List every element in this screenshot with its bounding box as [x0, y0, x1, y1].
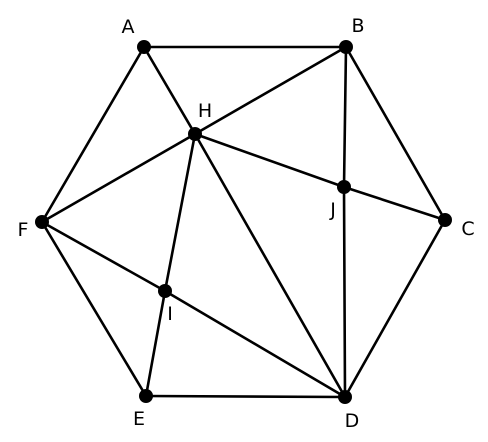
vertex-J — [337, 180, 351, 194]
edge-B-H — [193, 45, 348, 136]
vertex-label-A: A — [122, 16, 135, 38]
vertices — [35, 40, 452, 404]
edge-A-H — [142, 45, 197, 136]
vertex-label-F: F — [18, 219, 29, 241]
vertex-I — [158, 284, 172, 298]
edge-B-J — [342, 45, 348, 189]
vertex-label-D: D — [345, 410, 360, 432]
vertex-B — [339, 40, 353, 54]
vertex-label-J: J — [329, 199, 336, 221]
edge-C-D — [343, 218, 447, 399]
vertex-F — [35, 215, 49, 229]
edge-H-D — [193, 132, 347, 399]
edge-J-C — [342, 185, 447, 222]
edge-I-E — [144, 289, 167, 398]
edge-F-A — [40, 45, 146, 224]
vertex-label-H: H — [198, 100, 212, 122]
vertex-label-I: I — [167, 303, 173, 325]
vertex-D — [338, 390, 352, 404]
edge-H-I — [163, 132, 197, 293]
vertex-label-C: C — [461, 218, 474, 240]
vertex-A — [137, 40, 151, 54]
vertex-C — [438, 213, 452, 227]
edge-F-H — [40, 132, 197, 224]
edge-I-D — [163, 289, 347, 399]
vertex-E — [139, 389, 153, 403]
edges — [40, 45, 447, 399]
edge-E-F — [40, 220, 148, 398]
vertex-H — [188, 127, 202, 141]
edge-F-I — [40, 220, 167, 293]
vertex-label-E: E — [133, 408, 145, 430]
edge-B-C — [344, 45, 447, 222]
edge-H-J — [193, 132, 346, 189]
edge-D-E — [144, 394, 347, 399]
edge-J-D — [342, 185, 347, 399]
vertex-label-B: B — [351, 15, 364, 37]
